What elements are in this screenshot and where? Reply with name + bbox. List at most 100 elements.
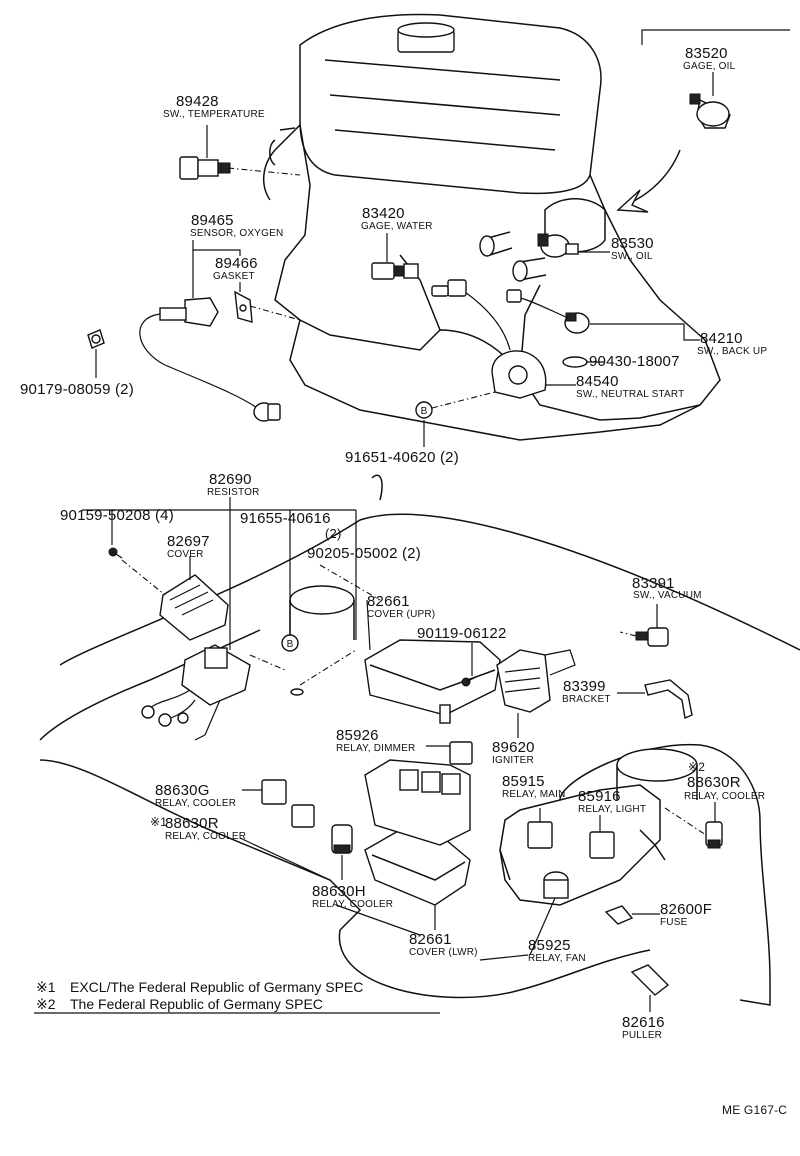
callout-89620: 89620 IGNITER (492, 739, 535, 766)
svg-text:88630G: 88630G (155, 782, 210, 799)
svg-text:82690: 82690 (209, 471, 252, 488)
igniter-part (496, 649, 576, 713)
circle-marker-2: B (281, 634, 299, 652)
svg-text:※1: ※1 (150, 815, 167, 829)
callout-85926: 85926 RELAY, DIMMER (336, 727, 415, 754)
svg-text:COVER (LWR): COVER (LWR) (409, 947, 478, 958)
vacuum-switch-part (635, 627, 669, 647)
svg-text:89466: 89466 (215, 255, 258, 272)
svg-text:※2: ※2 (36, 996, 56, 1012)
puller-part (630, 964, 670, 996)
engine-sensors (87, 93, 731, 422)
relay-light-part (589, 831, 615, 859)
engine-drawing (263, 13, 721, 441)
svg-text:EXCL/The Federal Republic of G: EXCL/The Federal Republic of Germany SPE… (70, 979, 363, 995)
svg-text:RELAY, COOLER: RELAY, COOLER (155, 798, 236, 809)
svg-text:The Federal Republic of German: The Federal Republic of Germany SPEC (70, 996, 323, 1012)
compartment-drawing (39, 474, 800, 1006)
svg-text:GAGE, WATER: GAGE, WATER (361, 221, 433, 232)
svg-text:B: B (421, 406, 428, 417)
svg-text:88630R: 88630R (165, 815, 219, 832)
callout-82690: 82690 RESISTOR (207, 471, 259, 498)
svg-text:83391: 83391 (632, 575, 675, 592)
svg-text:90179-08059 (2): 90179-08059 (2) (20, 381, 134, 398)
callout-90159: 90159-50208 (4) (60, 507, 174, 524)
svg-text:91655-40616: 91655-40616 (240, 510, 331, 527)
svg-text:82616: 82616 (622, 1014, 665, 1031)
callout-83530: 83530 SW., OIL (611, 235, 654, 262)
svg-text:SW., TEMPERATURE: SW., TEMPERATURE (163, 109, 265, 120)
svg-text:83530: 83530 (611, 235, 654, 252)
svg-text:GASKET: GASKET (213, 271, 255, 282)
bolt-90159-part (108, 547, 123, 559)
svg-text:SW., NEUTRAL START: SW., NEUTRAL START (576, 389, 684, 400)
back-up-switch-part (506, 289, 590, 334)
callout-88630R-1: ※1 88630R RELAY, COOLER (150, 815, 246, 842)
svg-text:RELAY, MAIN: RELAY, MAIN (502, 789, 566, 800)
svg-text:B: B (287, 639, 294, 650)
svg-text:RELAY, COOLER: RELAY, COOLER (684, 791, 765, 802)
relay-dimmer-part (449, 741, 473, 765)
callout-82661-upr: 82661 COVER (UPR) (367, 593, 435, 620)
relay-fan-part (543, 871, 569, 899)
spec-notes: ※1 EXCL/The Federal Republic of Germany … (36, 979, 363, 1012)
callout-83420: 83420 GAGE, WATER (361, 205, 433, 232)
svg-text:88630H: 88630H (312, 883, 366, 900)
svg-text:88630R: 88630R (687, 774, 741, 791)
svg-text:※1: ※1 (36, 979, 56, 995)
svg-text:83520: 83520 (685, 45, 728, 62)
leader-lines (34, 29, 790, 1014)
svg-text:SW., BACK UP: SW., BACK UP (697, 346, 767, 357)
callout-89428: 89428 SW., TEMPERATURE (163, 93, 265, 120)
washer-90430-part (562, 356, 588, 368)
neutral-start-switch-part (431, 279, 547, 399)
callout-83391: 83391 SW., VACUUM (632, 575, 702, 601)
callout-89465: 89465 SENSOR, OXYGEN (190, 212, 283, 239)
callout-89466: 89466 GASKET (213, 255, 258, 282)
relay-cooler-g-part (261, 779, 287, 805)
callout-90119: 90119-06122 (417, 625, 506, 642)
callout-90430: 90430-18007 (589, 353, 680, 370)
svg-text:89620: 89620 (492, 739, 535, 756)
relay-cooler-r1-part (291, 804, 315, 828)
callout-84540: 84540 SW., NEUTRAL START (576, 373, 684, 400)
svg-text:COVER: COVER (167, 549, 204, 560)
oil-gage-part (689, 93, 731, 129)
svg-text:※2: ※2 (688, 760, 705, 774)
relay-main-part (527, 821, 553, 849)
svg-text:82600F: 82600F (660, 901, 712, 918)
oil-switch-part (537, 233, 579, 258)
svg-text:85925: 85925 (528, 937, 571, 954)
callout-83520: 83520 GAGE, OIL (683, 45, 736, 72)
callout-84210: 84210 SW., BACK UP (697, 330, 767, 357)
callout-90205: 90205-05002 (2) (307, 545, 421, 562)
callout-88630R-2: ※2 88630R RELAY, COOLER (684, 760, 765, 802)
svg-text:RELAY, LIGHT: RELAY, LIGHT (578, 804, 646, 815)
circle-marker-1: B (415, 401, 433, 419)
svg-text:SW., OIL: SW., OIL (611, 251, 653, 262)
svg-text:IGNITER: IGNITER (492, 755, 534, 766)
svg-text:85915: 85915 (502, 773, 545, 790)
svg-text:SW., VACUUM: SW., VACUUM (633, 590, 702, 601)
gasket-part (234, 290, 253, 323)
callout-82697: 82697 COVER (167, 533, 210, 560)
callout-90179: 90179-08059 (2) (20, 381, 134, 398)
svg-text:SENSOR, OXYGEN: SENSOR, OXYGEN (190, 228, 283, 239)
oxygen-sensor-part (139, 297, 281, 422)
svg-text:90159-50208 (4): 90159-50208 (4) (60, 507, 174, 524)
callout-82616: 82616 PULLER (622, 1014, 665, 1041)
svg-text:83420: 83420 (362, 205, 405, 222)
svg-text:90430-18007: 90430-18007 (589, 353, 680, 370)
drawing-code: ME G167-C (722, 1103, 787, 1117)
callout-91651: 91651-40620 (2) (345, 449, 459, 466)
callout-88630H: 88630H RELAY, COOLER (312, 883, 393, 910)
svg-text:GAGE, OIL: GAGE, OIL (683, 61, 736, 72)
callout-91655: 91655-40616 (2) (240, 510, 341, 541)
svg-text:FUSE: FUSE (660, 917, 688, 928)
svg-text:BRACKET: BRACKET (562, 694, 611, 705)
svg-text:84540: 84540 (576, 373, 619, 390)
relay-cooler-r2-part (705, 821, 723, 849)
svg-text:82697: 82697 (167, 533, 210, 550)
relay-cooler-h-part (331, 824, 353, 854)
svg-text:85926: 85926 (336, 727, 379, 744)
